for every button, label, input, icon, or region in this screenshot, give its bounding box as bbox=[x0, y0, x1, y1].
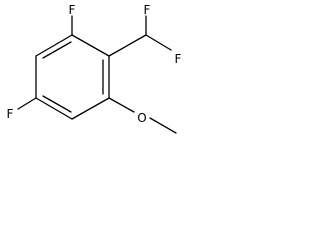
ring-bond-lower-left bbox=[35, 97, 73, 120]
bond-o-to-methyl bbox=[149, 117, 177, 134]
chemical-structure-diagram: F F F F O bbox=[7, 3, 182, 134]
bond-chf2-to-f-lower bbox=[145, 34, 172, 51]
ring-bond-upper-left bbox=[35, 34, 73, 57]
ring-bond-top bbox=[71, 34, 110, 57]
atom-label-f-left: F bbox=[7, 107, 14, 121]
atom-label-f-right-lower: F bbox=[175, 52, 182, 66]
ring-double-bond-lower-left bbox=[42, 95, 72, 113]
ring-bond-lower-right bbox=[71, 97, 110, 120]
bond-ring-to-chf2 bbox=[108, 34, 147, 57]
bond-ring-to-o bbox=[108, 97, 135, 113]
bond-ring-to-f-left bbox=[17, 97, 37, 110]
atom-label-o-methoxy: O bbox=[137, 111, 146, 125]
benzene-ring bbox=[35, 34, 110, 120]
ring-double-bond-upper-left bbox=[42, 41, 72, 59]
atom-label-f-right-upper: F bbox=[144, 3, 151, 17]
atom-label-f-top: F bbox=[69, 3, 76, 17]
